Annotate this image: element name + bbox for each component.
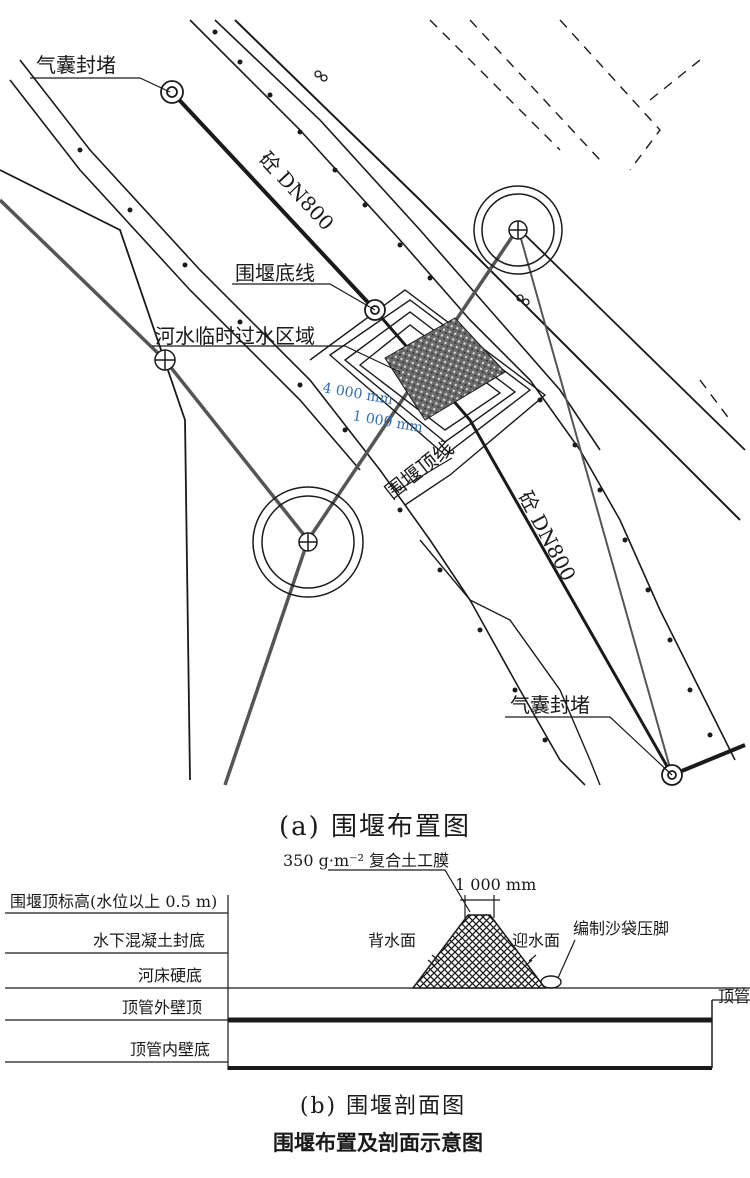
dashed-boundary — [429, 19, 731, 421]
fixture-icons — [314, 70, 530, 306]
label-airbag-plug-bottom: 气囊封堵 — [510, 693, 590, 717]
section-view — [5, 869, 750, 1070]
river-bank-left — [9, 59, 586, 786]
label-sandbag: 编制沙袋压脚 — [573, 919, 669, 938]
level-pipe-outer-top: 顶管外壁顶 — [122, 998, 202, 1017]
dimension-outer: 4 000 mm — [321, 380, 394, 408]
back-face-marker — [427, 954, 440, 967]
level-riverbed: 河床硬底 — [138, 966, 202, 985]
road-line-right — [519, 229, 746, 451]
river-outline-lower — [419, 539, 601, 786]
label-membrane: 350 g·m⁻² 复合土工膜 — [283, 851, 449, 870]
label-cofferdam-top-line: 围堰顶线 — [380, 436, 458, 504]
cofferdam-outlines — [309, 289, 547, 506]
sandbag-icon — [540, 975, 562, 989]
airbag-plug-top-icon — [160, 80, 184, 104]
figure-title: 围堰布置及剖面示意图 — [273, 1131, 483, 1155]
label-cofferdam-base-line: 围堰底线 — [235, 261, 315, 285]
label-pipe: 顶管 — [718, 987, 750, 1006]
top-width-dimension — [460, 895, 500, 918]
level-pipe-inner-bottom: 顶管内壁底 — [130, 1040, 210, 1059]
cofferdam-section — [411, 914, 547, 989]
label-top-width: 1 000 mm — [455, 875, 536, 894]
level-lines — [5, 912, 750, 1063]
label-pipe-lower: 砼 DN800 — [514, 487, 581, 585]
manhole-large-top — [473, 185, 563, 275]
label-temp-water-area: 河水临时过水区域 — [155, 324, 315, 348]
label-airbag-plug-top: 气囊封堵 — [36, 53, 116, 77]
boundary-line-left — [0, 169, 191, 781]
label-front-face: 迎水面 — [512, 931, 560, 950]
pipe-dn800-upper — [168, 88, 377, 312]
leader-lines — [30, 77, 673, 776]
cofferdam-gravel-area — [384, 317, 506, 421]
plan-view — [0, 19, 746, 786]
front-face-marker — [524, 954, 537, 967]
manhole-large-bottom — [252, 486, 364, 598]
dimension-inner: 1 000 mm — [351, 408, 424, 436]
manhole-left — [154, 349, 176, 371]
membrane-leader — [328, 869, 471, 913]
label-back-face: 背水面 — [368, 931, 416, 950]
label-pipe-upper: 砼 DN800 — [254, 147, 338, 235]
level-underwater-concrete: 水下混凝土封底 — [93, 931, 205, 950]
pipe-end-segment — [671, 743, 746, 777]
caption-section: (b) 围堰剖面图 — [300, 1094, 466, 1119]
bank-dots — [77, 29, 713, 743]
sandbag-leader — [557, 939, 576, 979]
caption-plan: (a) 围堰布置图 — [279, 812, 471, 842]
level-cofferdam-top: 围堰顶标高(水位以上 0.5 m) — [10, 892, 217, 911]
